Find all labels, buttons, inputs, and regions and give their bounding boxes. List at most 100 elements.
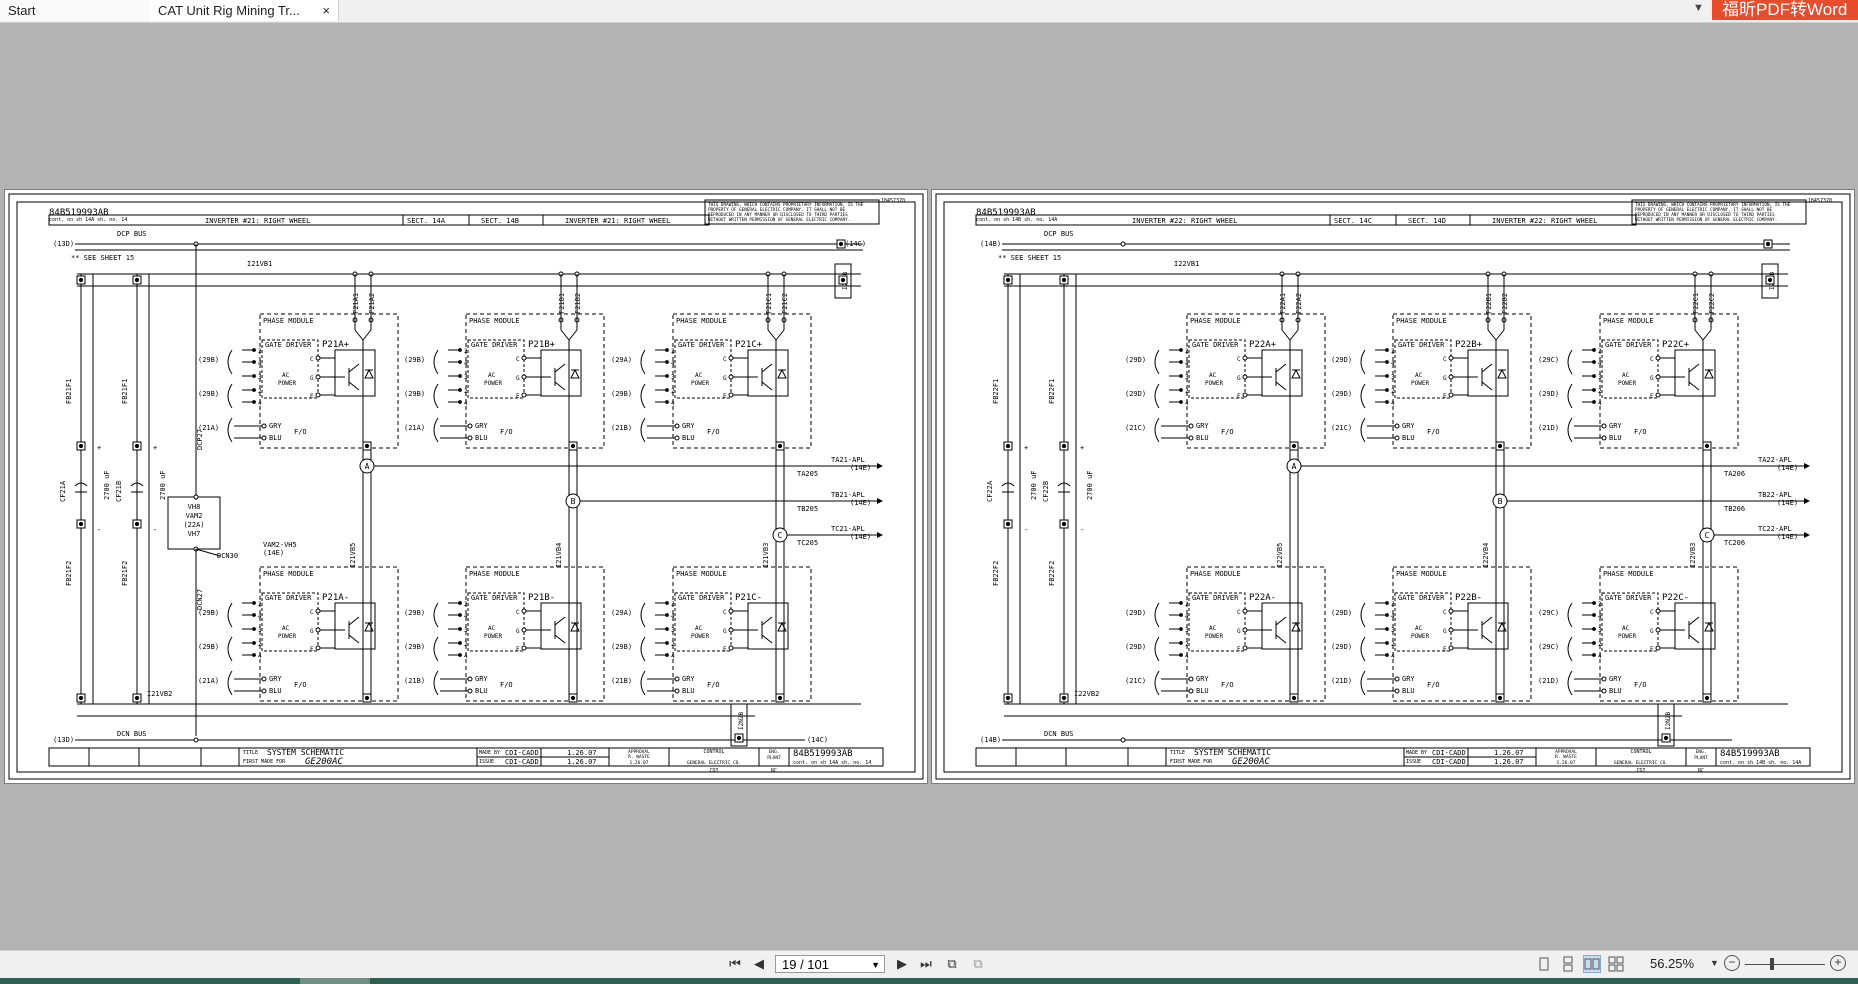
zoom-slider-track[interactable] — [1745, 964, 1825, 965]
wire — [1688, 616, 1700, 626]
proprietary-text: THIS DRAWING, WHICH CONTAINS PROPRIETARY… — [1635, 202, 1791, 208]
sheet-inner-border — [943, 201, 1843, 773]
last-page-icon[interactable]: ⏭ — [920, 956, 932, 971]
title-text: SYSTEM SCHEMATIC — [267, 748, 344, 757]
bracket — [227, 636, 233, 662]
sheet-reference: (29D) — [1125, 643, 1146, 651]
terminal-dot — [570, 695, 576, 701]
close-tab-icon[interactable]: × — [322, 3, 330, 18]
single-page-view-icon[interactable] — [1536, 956, 1552, 972]
continuous-page-icon — [1563, 956, 1573, 972]
output-label: TB22-APL — [1758, 491, 1792, 499]
copy-page-icon[interactable]: ⧉ — [973, 956, 983, 971]
wire — [568, 329, 578, 341]
wire — [767, 329, 777, 341]
zoom-slider-handle[interactable] — [1770, 958, 1774, 970]
date-1: 1.26.07 — [567, 749, 597, 757]
zoom-dropdown-chevron-down-icon[interactable]: ▼ — [1710, 958, 1719, 968]
terminal-dot — [78, 277, 84, 283]
pin-terminal — [521, 608, 527, 614]
pin-label: C — [1443, 609, 1447, 616]
continuous-view-icon[interactable] — [1560, 956, 1576, 972]
proprietary-box — [704, 199, 880, 225]
terminal-dot — [777, 695, 783, 701]
bracket — [1360, 417, 1366, 443]
sheet-reference: (29A) — [611, 356, 632, 364]
vb-bottom-label: I22VB2 — [1074, 690, 1099, 698]
zoom-in-icon[interactable]: + — [1830, 955, 1846, 971]
pin-number: 2 — [671, 601, 675, 608]
gate-driver-box — [467, 339, 525, 399]
terminal-dot — [78, 695, 84, 701]
tab-document[interactable]: CAT Unit Rig Mining Tr... × — [150, 0, 339, 21]
link-dot — [252, 348, 256, 352]
diode-icon — [570, 368, 580, 379]
link-dot — [458, 400, 462, 404]
rotate-view-icon[interactable]: ⧉ — [947, 956, 957, 971]
brand-banner[interactable]: 福昕PDF转Word — [1712, 0, 1858, 20]
page-number-input[interactable]: 19 / 101 ▼ — [775, 955, 885, 973]
pin-label: G — [516, 628, 520, 635]
sheet-reference: (21C) — [1331, 424, 1352, 432]
fiber-gry-label: GRY — [269, 675, 282, 683]
title-drawing-number: 84B519993AB — [1720, 749, 1780, 759]
next-page-icon[interactable]: ▶ — [897, 956, 907, 971]
sheet-reference: (29D) — [1331, 643, 1352, 651]
fiber-optic-label: F/O — [500, 681, 513, 689]
vb-bottom-label: I21VB2 — [147, 690, 172, 698]
ac-power-label: POWER — [1618, 380, 1636, 387]
fiber-gry-label: GRY — [269, 422, 282, 430]
pin-label: G — [1237, 628, 1241, 635]
pin-label: G — [310, 375, 314, 382]
capacitor-icon — [130, 482, 144, 493]
terminal-dot — [364, 443, 370, 449]
tab-start[interactable]: Start — [0, 0, 159, 21]
pin-label: E — [516, 646, 520, 653]
bracket — [1567, 349, 1573, 375]
pin-number: 2 — [464, 388, 468, 395]
bracket — [1154, 636, 1160, 662]
ac-power-label: AC — [1209, 372, 1217, 379]
fiber-gry-label: GRY — [682, 675, 695, 683]
wire — [1481, 381, 1493, 391]
module-name: P22B- — [1455, 593, 1482, 603]
prev-page-icon[interactable]: ◀ — [754, 956, 764, 971]
phase-node-c — [1699, 527, 1715, 543]
cont-line: cont. on sh 14B sh. no. 14A — [976, 217, 1057, 223]
pin-label: G — [723, 375, 727, 382]
title-tag: TITLE — [1170, 750, 1185, 756]
sheet-reference: (21D) — [1331, 677, 1352, 685]
igbt-block — [540, 349, 582, 397]
two-page-continuous-view-icon[interactable] — [1608, 956, 1624, 972]
bracket — [433, 670, 439, 696]
ac-power-label: AC — [1415, 372, 1423, 379]
sheet-reference: (21B) — [611, 424, 632, 432]
wire — [560, 329, 570, 341]
sheet-reference: (29B) — [198, 643, 219, 651]
bracket — [227, 670, 233, 696]
pin-number: 2 — [464, 641, 468, 648]
diode-icon — [777, 368, 787, 379]
page-dropdown-chevron-down-icon[interactable]: ▼ — [871, 960, 880, 970]
made-by: CDI-CADD — [1432, 749, 1466, 757]
n2b-label: I2N2B — [1665, 712, 1672, 730]
fiber-terminal — [261, 676, 267, 682]
first-page-icon[interactable]: ⏮ — [729, 956, 741, 971]
fuse-block-label: FB21F1 — [65, 379, 73, 404]
pin-label: C — [1443, 356, 1447, 363]
bracket — [640, 417, 646, 443]
sheet-reference: (21C) — [1125, 424, 1146, 432]
phase-module-box — [1186, 313, 1326, 449]
issue: CDI-CADD — [505, 758, 539, 766]
pin-label: C — [516, 356, 520, 363]
pin-number: 2 — [258, 601, 262, 608]
zoom-out-icon[interactable]: − — [1724, 955, 1740, 971]
bracket — [1567, 383, 1573, 409]
pin-terminal — [1448, 392, 1454, 398]
tab-list-chevron-down-icon[interactable]: ▼ — [1693, 2, 1704, 14]
made-by: CDI-CADD — [505, 749, 539, 757]
pin-number: 4 — [671, 613, 675, 620]
zoom-level[interactable]: 56.25% — [1650, 956, 1695, 971]
link-dot — [252, 613, 256, 617]
two-page-view-icon[interactable] — [1583, 955, 1601, 973]
